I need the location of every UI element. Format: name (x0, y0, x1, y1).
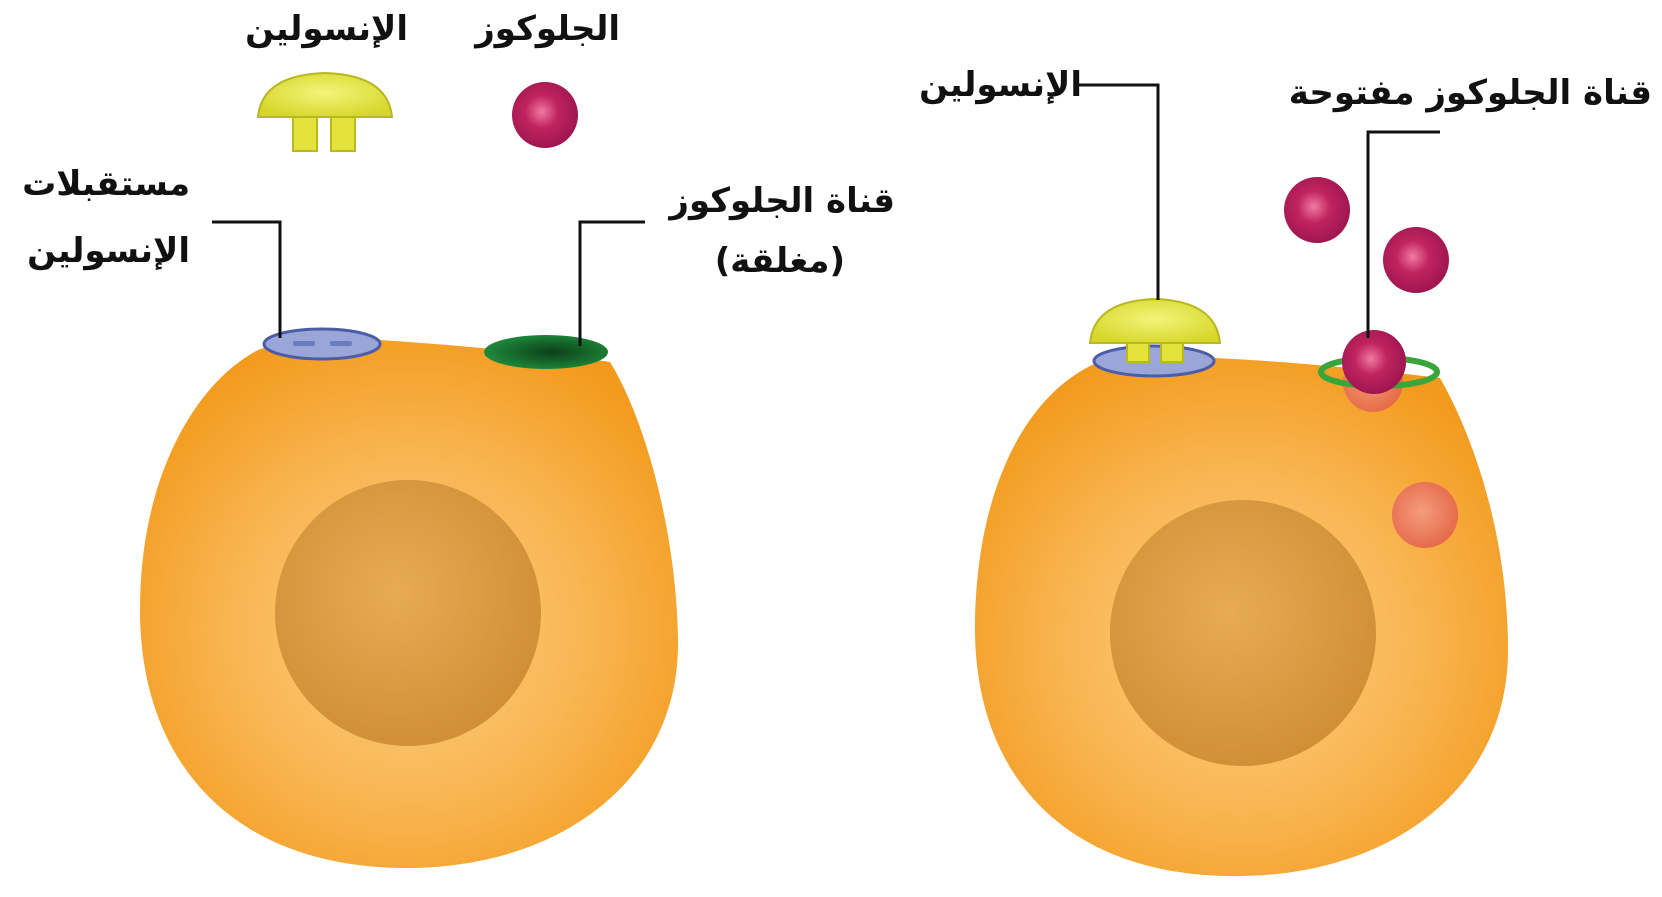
channel-label-line1: قناة الجلوكوز (667, 181, 895, 221)
left-cell: مستقبلات الإنسولين قناة الجلوكوز (مغلقة) (22, 164, 895, 868)
left-nucleus (275, 480, 541, 746)
right-insulin-label: الإنسولين (919, 65, 1082, 105)
left-closed-glucose-channel (484, 335, 608, 369)
legend-insulin-icon (258, 73, 392, 151)
right-cell: الإنسولين قناة الجلوكوز مفتوحة (919, 65, 1652, 876)
glucose-entering-channel (1342, 330, 1406, 394)
glucose-inside-cell (1392, 482, 1458, 548)
insulin-leader-line (1078, 85, 1158, 300)
glucose-molecule-outside-1 (1284, 177, 1350, 243)
right-insulin-receptor (1094, 346, 1214, 376)
receptor-leader-line (212, 222, 280, 338)
right-nucleus (1110, 500, 1376, 766)
receptor-label-line1: مستقبلات (22, 164, 190, 204)
receptor-label-line2: الإنسولين (27, 231, 190, 271)
legend-glucose-icon (512, 82, 578, 148)
legend: الجلوكوز الإنسولين (245, 9, 620, 151)
legend-insulin-label: الإنسولين (245, 9, 408, 49)
channel-label-line2: (مغلقة) (715, 241, 845, 281)
open-channel-label: قناة الجلوكوز مفتوحة (1289, 73, 1652, 113)
legend-glucose-label: الجلوكوز (473, 9, 620, 49)
channel-leader-line (580, 222, 645, 346)
glucose-molecule-outside-2 (1383, 227, 1449, 293)
